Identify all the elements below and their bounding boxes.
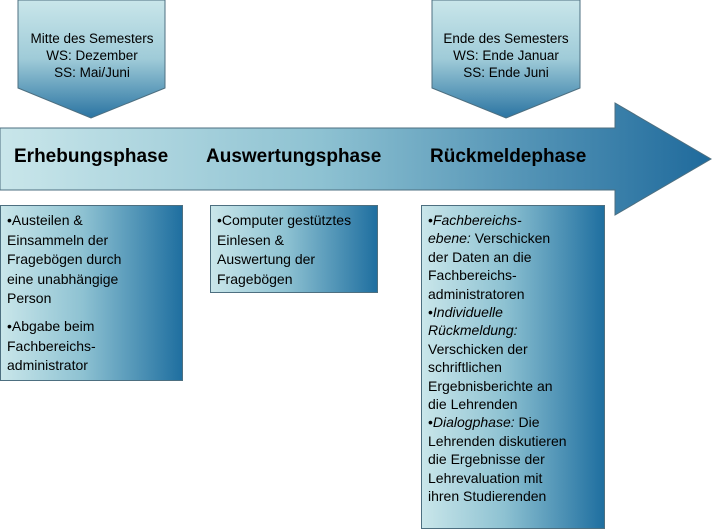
bullet: • [428, 212, 433, 228]
text-line: administrator [7, 357, 88, 374]
text-line: •Fachbereichs- [428, 211, 600, 229]
list-item: •Computer gestütztes Einlesen & Auswertu… [217, 211, 373, 289]
bullet: • [428, 414, 433, 431]
text-line: schriftlichen [428, 359, 502, 376]
text-line: Einsammeln der [7, 231, 109, 248]
phase-label-erhebung: Erhebungsphase [14, 146, 169, 167]
box-rueckmeldung: •Fachbereichs- ebene: Verschicken der Da… [421, 205, 605, 529]
text-line: Lehrevaluation mit [428, 469, 543, 486]
phase-label-auswertung: Auswertungsphase [206, 146, 382, 167]
list-item: •Fachbereichs- ebene: Verschicken der Da… [428, 211, 600, 303]
item-heading: Fachbereichs- [432, 212, 522, 228]
item-heading: Dialogphase: [432, 414, 515, 431]
text-line: Ergebnisberichte an [428, 377, 553, 394]
text-line: eine unabhängige [7, 270, 119, 287]
text-line: ihren Studierenden [428, 488, 547, 505]
text-line: •Austeilen & [7, 212, 83, 228]
item-heading: ebene: [428, 230, 471, 247]
text-line: der Daten an die [428, 248, 532, 265]
text-line: Person [7, 290, 52, 307]
text-line: Fachbereichs- [7, 337, 96, 354]
text-line: administratoren [428, 285, 525, 302]
text-line: •Dialogphase: Die [428, 413, 600, 431]
text-line: Fragebögen durch [7, 251, 122, 268]
box-erhebung: •Austeilen & Einsammeln der Fragebögen d… [0, 205, 183, 381]
callout-line: Mitte des Semesters [30, 31, 154, 46]
item-heading: Rückmeldung: [428, 322, 518, 339]
list-item: •Abgabe beim Fachbereichs- administrator [7, 317, 178, 376]
callout-mid-semester: Mitte des Semesters WS: Dezember SS: Mai… [18, 30, 166, 81]
text-line: Fragebögen [217, 270, 293, 287]
text-line: ebene: Verschicken [428, 229, 600, 247]
text-line: Rückmeldung: [428, 321, 600, 339]
callout-line: SS: Mai/Juni [54, 65, 130, 80]
text-line: Auswertung der [217, 251, 316, 268]
callout-mid-semester-shape [17, 0, 166, 119]
box-auswertung: •Computer gestütztes Einlesen & Auswertu… [210, 205, 378, 293]
callout-line: WS: Ende Januar [453, 48, 559, 63]
callout-line: SS: Ende Juni [463, 65, 549, 80]
list-item: •Austeilen & Einsammeln der Fragebögen d… [7, 211, 178, 309]
callout-line: Ende des Semesters [443, 31, 569, 46]
timeline-arrow [0, 102, 712, 216]
bullet: • [428, 304, 433, 321]
text-line: •Computer gestütztes [217, 212, 352, 228]
text-line: die Ergebnisse der [428, 451, 545, 468]
callout-end-semester-shape [431, 0, 581, 119]
text-fragment: Verschicken [470, 230, 551, 247]
text-line: •Individuelle [428, 303, 600, 321]
text-line: die Lehrenden [428, 396, 518, 413]
text-line: Einlesen & [217, 231, 284, 248]
text-line: Lehrenden diskutieren [428, 432, 567, 449]
text-line: Fachbereichs- [428, 267, 517, 284]
item-heading: Individuelle [432, 304, 503, 321]
phase-label-rueckmeldung: Rückmeldephase [430, 146, 587, 167]
callout-line: WS: Dezember [46, 48, 138, 63]
list-item: •Individuelle Rückmeldung: Verschicken d… [428, 303, 600, 413]
text-line: Verschicken der [428, 340, 528, 357]
text-line: •Abgabe beim [7, 317, 95, 334]
list-item: •Dialogphase: Die Lehrenden diskutieren … [428, 413, 600, 505]
text-fragment: Die [514, 414, 540, 431]
callout-end-semester: Ende des Semesters WS: Ende Januar SS: E… [432, 30, 580, 81]
